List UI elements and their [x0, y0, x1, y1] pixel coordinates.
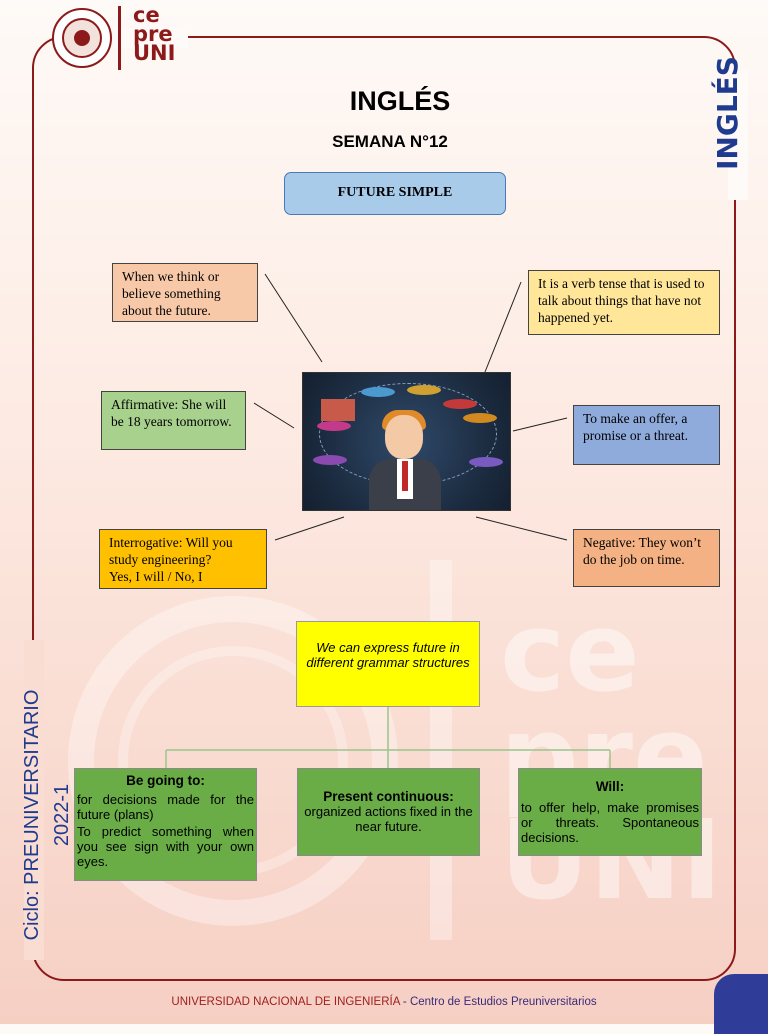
week-subtitle: SEMANA N°12 [332, 132, 448, 151]
frame-gap-left [24, 640, 44, 960]
frame-gap-top [108, 28, 188, 48]
orbit-disc [361, 387, 395, 397]
university-seal-logo [52, 8, 112, 68]
orbit-disc [313, 455, 347, 465]
page-title: INGLÉS [349, 86, 451, 116]
frame-gap-right [728, 70, 748, 200]
interrogative-question: Interrogative: Will you study engineerin… [109, 535, 233, 567]
interrogative-answer: Yes, I will / No, I [109, 569, 203, 584]
orbit-disc [407, 385, 441, 395]
think-believe-box: When we think or believe something about… [112, 263, 258, 322]
footer-center: - Centro de Estudios Preuniversitarios [399, 996, 597, 1008]
face [385, 415, 423, 459]
negative-box: Negative: They won’t do the job on time. [573, 529, 720, 587]
interrogative-box: Interrogative: Will you study engineerin… [99, 529, 267, 589]
tie [402, 461, 408, 491]
footer: UNIVERSIDAD NACIONAL DE INGENIERÍA - Cen… [0, 996, 768, 1008]
be-going-to-box: Be going to: for decisions made for the … [74, 768, 257, 881]
corner-tab [714, 974, 768, 1034]
orbit-disc [443, 399, 477, 409]
house-icon [321, 399, 355, 421]
footer-university: UNIVERSIDAD NACIONAL DE INGENIERÍA [171, 996, 400, 1008]
orbit-disc [469, 457, 503, 467]
present-continuous-text: organized actions fixed in the near futu… [304, 804, 473, 834]
be-going-to-plans: for decisions made for the future (plans… [77, 792, 254, 822]
orbit-disc [317, 421, 351, 431]
will-box: Will: to offer help, make promises or th… [518, 768, 702, 856]
cepreuni-logo: ce pre UNI [133, 3, 176, 65]
topic-box: FUTURE SIMPLE [284, 172, 506, 215]
be-going-to-title: Be going to: [126, 773, 205, 788]
will-text: to offer help, make promises or threats.… [521, 800, 699, 845]
brand-divider [118, 6, 121, 70]
express-future-box: We can express future in different gramm… [296, 621, 480, 707]
verb-tense-box: It is a verb tense that is used to talk … [528, 270, 720, 335]
present-continuous-box: Present continuous: organized actions fi… [297, 768, 480, 856]
offer-promise-box: To make an offer, a promise or a threat. [573, 405, 720, 465]
page-frame [32, 36, 736, 981]
businessman-illustration [302, 372, 511, 511]
present-continuous-title: Present continuous: [323, 789, 454, 804]
be-going-to-predict: To predict something when you see sign w… [77, 824, 254, 869]
will-title: Will: [595, 779, 625, 794]
orbit-disc [463, 413, 497, 423]
affirmative-box: Affirmative: She will be 18 years tomorr… [101, 391, 246, 450]
